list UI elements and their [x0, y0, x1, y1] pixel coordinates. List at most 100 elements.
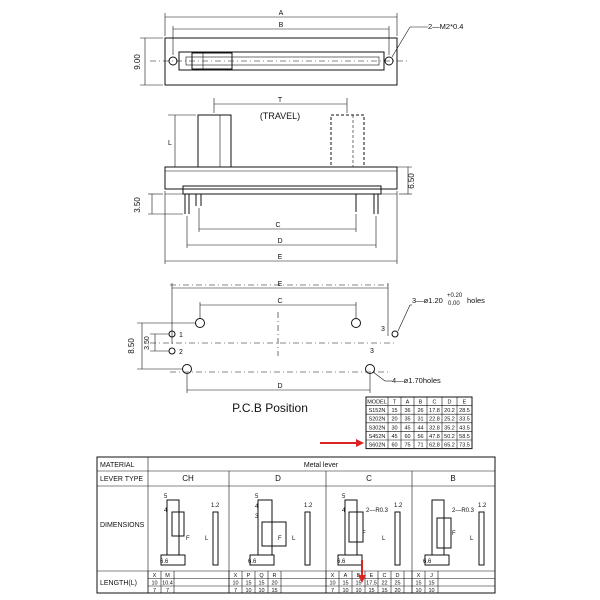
lever-type-ch: CH	[182, 474, 194, 483]
model-table-cell: 17.8	[429, 408, 440, 414]
length-c-code: E	[370, 573, 374, 579]
model-table-cell: 47.8	[429, 434, 440, 440]
c-dim-r03: 2—R0.3	[366, 508, 389, 514]
c-dim-66: 6.6	[337, 559, 346, 565]
length-c-l-value: 17.5	[366, 581, 377, 587]
top-view: A B 9.00 2—M2*0.4	[133, 10, 463, 86]
model-table-cell: 60	[404, 434, 410, 440]
model-table-cell: 28.5	[459, 408, 470, 414]
length-c-code: A	[344, 573, 348, 579]
length-c-l-value: 25	[394, 581, 400, 587]
ch-dim-l: L	[205, 536, 209, 542]
pin-1-label: 1	[179, 332, 183, 339]
length-d-f-value: 15	[271, 588, 277, 594]
length-c-l-value: 22	[381, 581, 387, 587]
dim-650-label: 6.50	[407, 173, 416, 189]
spec-table: MATERIAL Metal lever LEVER TYPE CH D C B…	[96, 456, 496, 594]
b-dim-f: F	[452, 531, 456, 537]
pcb-dim-e-label: E	[278, 281, 283, 288]
model-table-cell: 44	[417, 425, 423, 431]
b-dim-12: 1.2	[478, 503, 487, 509]
lever-dashed	[330, 114, 365, 168]
pin-2-label: 2	[179, 349, 183, 356]
model-table-cell: 20	[391, 417, 397, 423]
model-table-cell: 35.2	[444, 425, 455, 431]
pcb-view: E C 1 2 3 3 D 8.50 3.50 3—ø1.20 +0.20 0.…	[127, 281, 485, 415]
length-b-code: X	[417, 573, 421, 579]
hole4-note: 4—ø1.70holes	[392, 376, 441, 385]
model-table-cell: 25.2	[444, 417, 455, 423]
lever-type-b: B	[450, 474, 455, 483]
model-table-header: MODEL	[367, 400, 387, 406]
spec-table-border	[96, 456, 496, 594]
model-table-cell: 73.5	[459, 443, 470, 449]
lever-drawing-c: 5 4 6.6 2—R0.3 F L 1.2	[337, 494, 403, 566]
lever-drawing-b: 6.6 2—R0.3 F L 1.2	[423, 499, 487, 566]
model-table-cell: 15	[391, 408, 397, 414]
lever-type-label: LEVER TYPE	[100, 476, 143, 483]
model-table-header: E	[463, 400, 467, 406]
c-dim-f: F	[362, 531, 366, 537]
model-table-cell: 71	[417, 443, 423, 449]
model-table-header: B	[419, 400, 423, 406]
length-b-f-value: 10	[428, 588, 434, 594]
dim-height-label: 9.00	[133, 54, 142, 70]
b-dim-66: 6.6	[423, 559, 432, 565]
ch-dim-66: 6.6	[160, 559, 169, 565]
length-c-f-value: 15	[368, 588, 374, 594]
model-table-cell: 56	[417, 434, 423, 440]
lever-solid	[197, 114, 232, 168]
model-table-cell: 22.8	[429, 417, 440, 423]
model-table-cell: 50.2	[444, 434, 455, 440]
length-ch-code: X	[153, 573, 157, 579]
length-d-f-value: 10	[245, 588, 251, 594]
model-table-cell: 62.8	[429, 443, 440, 449]
model-table-cell: S602N	[369, 443, 386, 449]
travel-label: (TRAVEL)	[260, 111, 300, 121]
model-table-cell: S302N	[369, 425, 386, 431]
length-d-l-value: 10	[232, 581, 238, 587]
d-dim-l: L	[292, 536, 296, 542]
length-ch-l-value: 10.4	[162, 581, 173, 587]
pcb-position-title: P.C.B Position	[232, 401, 308, 415]
pcb-dim-d-label: D	[277, 383, 282, 390]
d-dim-66: 6.6	[248, 559, 257, 565]
b-dim-l: L	[470, 536, 474, 542]
side-dim-e-label: E	[278, 254, 283, 261]
d-dim-5: 5	[255, 494, 259, 500]
length-ch-code: M	[165, 573, 170, 579]
model-table-cell: 45	[391, 434, 397, 440]
model-table-cell: S202N	[369, 417, 386, 423]
length-d-code: X	[234, 573, 238, 579]
highlight-down-arrowhead-icon	[358, 575, 366, 583]
hole3-tol-minus: 0.00	[448, 301, 460, 307]
ch-dim-5: 5	[164, 494, 168, 500]
dimensions-label: DIMENSIONS	[100, 522, 145, 529]
model-table-cell: 20.2	[444, 408, 455, 414]
model-table-header: D	[448, 400, 452, 406]
side-dim-d-label: D	[277, 238, 282, 245]
length-d-code: Q	[259, 573, 264, 579]
model-table-cell: 31	[417, 417, 423, 423]
model-table-header: T	[393, 400, 397, 406]
model-table-cell: S452N	[369, 434, 386, 440]
length-c-f-value: 10	[355, 588, 361, 594]
model-table-cell: 33.5	[459, 417, 470, 423]
length-grid: X107M10.47X107P1510Q1510R2015X107A1510B1…	[147, 571, 495, 594]
c-dim-12: 1.2	[394, 503, 403, 509]
highlight-arrowhead-icon	[356, 439, 364, 447]
lever-drawing-ch: 5 4 6.6 F L 1.2	[160, 494, 220, 566]
length-d-f-value: 7	[234, 588, 237, 594]
length-c-l-value: 10	[329, 581, 335, 587]
material-value: Metal lever	[304, 462, 339, 469]
length-d-l-value: 15	[245, 581, 251, 587]
model-table-header: A	[406, 400, 410, 406]
length-c-f-value: 20	[394, 588, 400, 594]
pcb-pin-3	[391, 330, 399, 338]
length-c-l-value: 15	[342, 581, 348, 587]
length-d-code: P	[247, 573, 251, 579]
hole-note: 2—M2*0.4	[428, 22, 463, 31]
hole3-suffix: holes	[467, 296, 485, 305]
d-dim-3: 3	[255, 514, 259, 520]
